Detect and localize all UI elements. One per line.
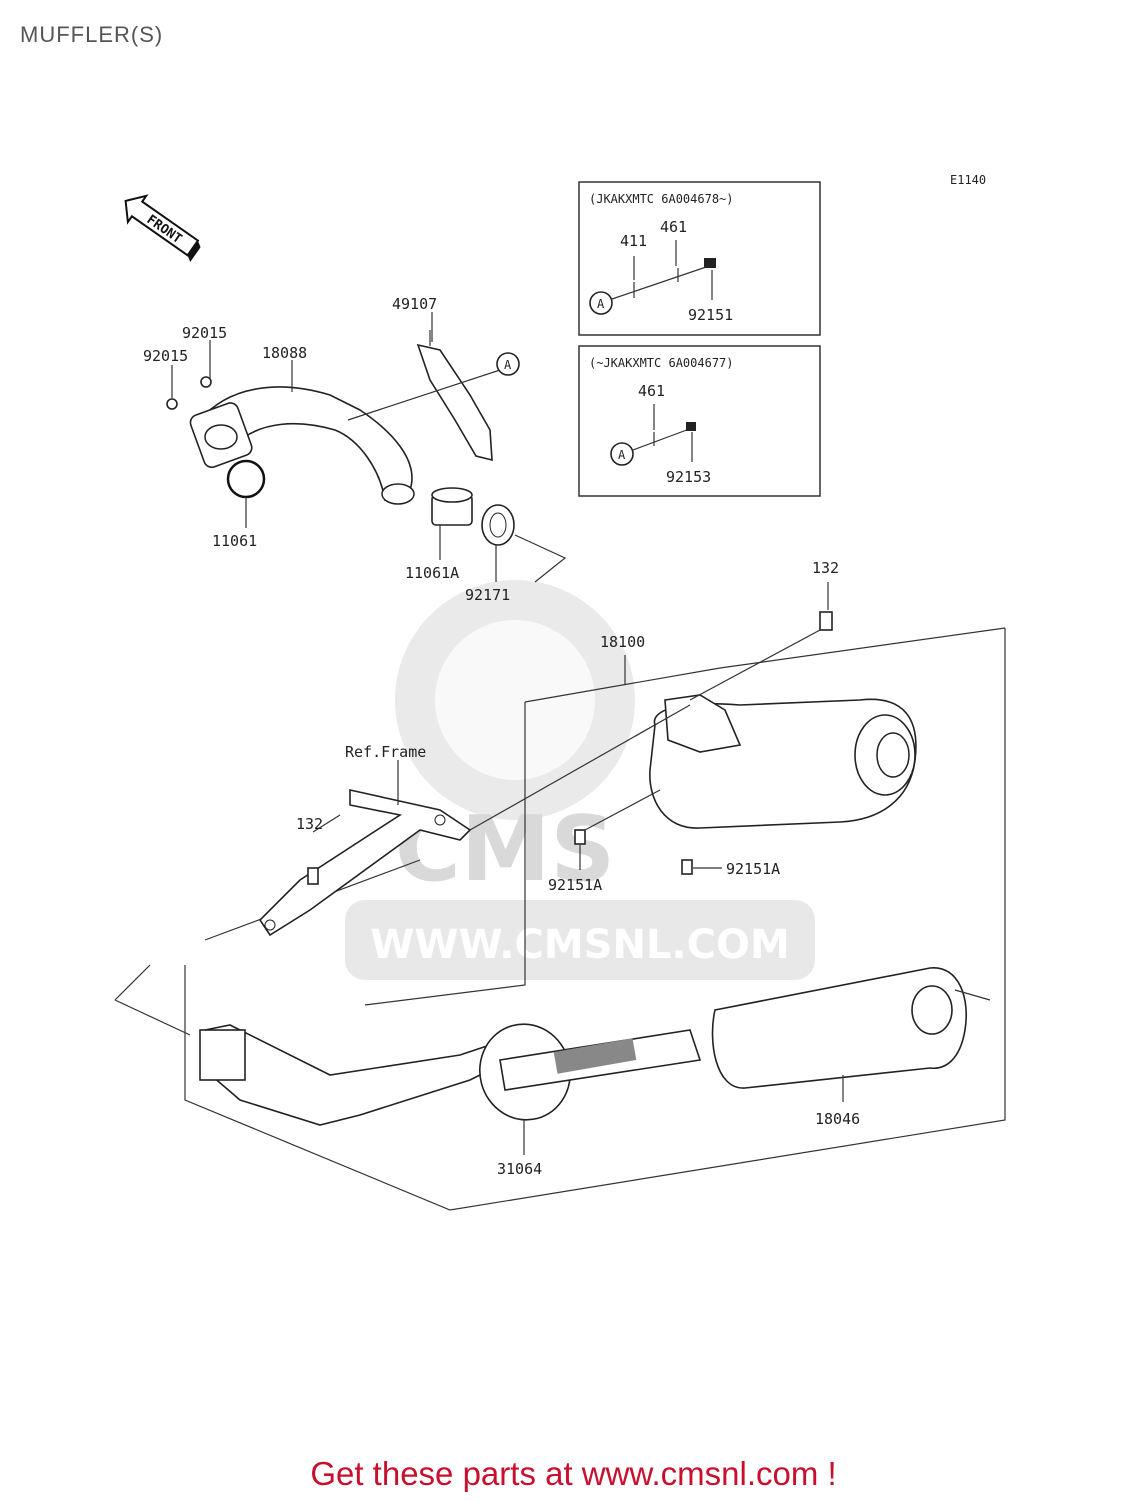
- diagram-code: E1140: [950, 173, 986, 187]
- watermark-text: WWW.CMSNL.COM: [370, 922, 790, 968]
- main-marker: A: [504, 358, 512, 372]
- inset-old-marker: A: [618, 448, 626, 462]
- label-18046: 18046: [815, 1110, 860, 1128]
- bolt-icon: [819, 611, 833, 631]
- label-49107: 49107: [392, 295, 437, 313]
- inset-new-header: (JKAKXMTC 6A004678~): [589, 192, 734, 206]
- label-31064: 31064: [497, 1160, 542, 1178]
- label-11061: 11061: [212, 532, 257, 550]
- label-92015-b: 92015: [143, 347, 188, 365]
- spark-arrestor: [478, 1023, 702, 1121]
- heat-guard: [416, 343, 493, 462]
- frame-bracket: [258, 789, 472, 937]
- inset-serial-new: (JKAKXMTC 6A004678~) A 411 461 92151: [578, 181, 821, 336]
- inset-new-part-461: 461: [660, 218, 687, 236]
- bolt-icon-2: [307, 867, 319, 885]
- silencer-sleeve: [711, 967, 967, 1089]
- inset-new-part-92151: 92151: [688, 306, 733, 324]
- inset-serial-old: (~JKAKXMTC 6A004677) A 461 92153: [578, 345, 821, 497]
- inset-new-marker: A: [597, 297, 605, 311]
- label-11061a: 11061A: [405, 564, 459, 582]
- clamp: [481, 504, 515, 546]
- nut-icon-2: [200, 376, 212, 388]
- label-132-top: 132: [812, 559, 839, 577]
- nut-icon: [166, 398, 178, 410]
- inset-old-part-92153: 92153: [666, 468, 711, 486]
- inset-new-part-411: 411: [620, 232, 647, 250]
- label-92151a-left: 92151A: [548, 876, 602, 894]
- front-arrow-icon: FRONT: [124, 194, 201, 263]
- bolt-icon-4: [681, 859, 693, 875]
- label-18100: 18100: [600, 633, 645, 651]
- muffler-body: [649, 694, 917, 829]
- label-92151a-right: 92151A: [726, 860, 780, 878]
- label-92015-a: 92015: [182, 324, 227, 342]
- tail-pipe: [199, 1024, 502, 1126]
- gasket-ring-icon: [226, 459, 266, 499]
- watermark: CMS WWW.CMSNL.COM: [345, 580, 815, 980]
- inset-old-part-461: 461: [638, 382, 665, 400]
- gasket-sleeve: [431, 487, 473, 526]
- label-18088: 18088: [262, 344, 307, 362]
- bolt-icon-3: [574, 829, 586, 845]
- footer-promo-link[interactable]: Get these parts at www.cmsnl.com !: [310, 1455, 837, 1492]
- label-132-left: 132: [296, 815, 323, 833]
- page-title: MUFFLER(S): [20, 22, 164, 47]
- parts-diagram: CMS WWW.CMSNL.COM E1140 FRONT (JKAKXMTC …: [114, 173, 1006, 1211]
- ref-frame-label: Ref.Frame: [345, 743, 426, 761]
- label-92171: 92171: [465, 586, 510, 604]
- inset-old-header: (~JKAKXMTC 6A004677): [589, 356, 734, 370]
- header-pipe: [189, 386, 415, 505]
